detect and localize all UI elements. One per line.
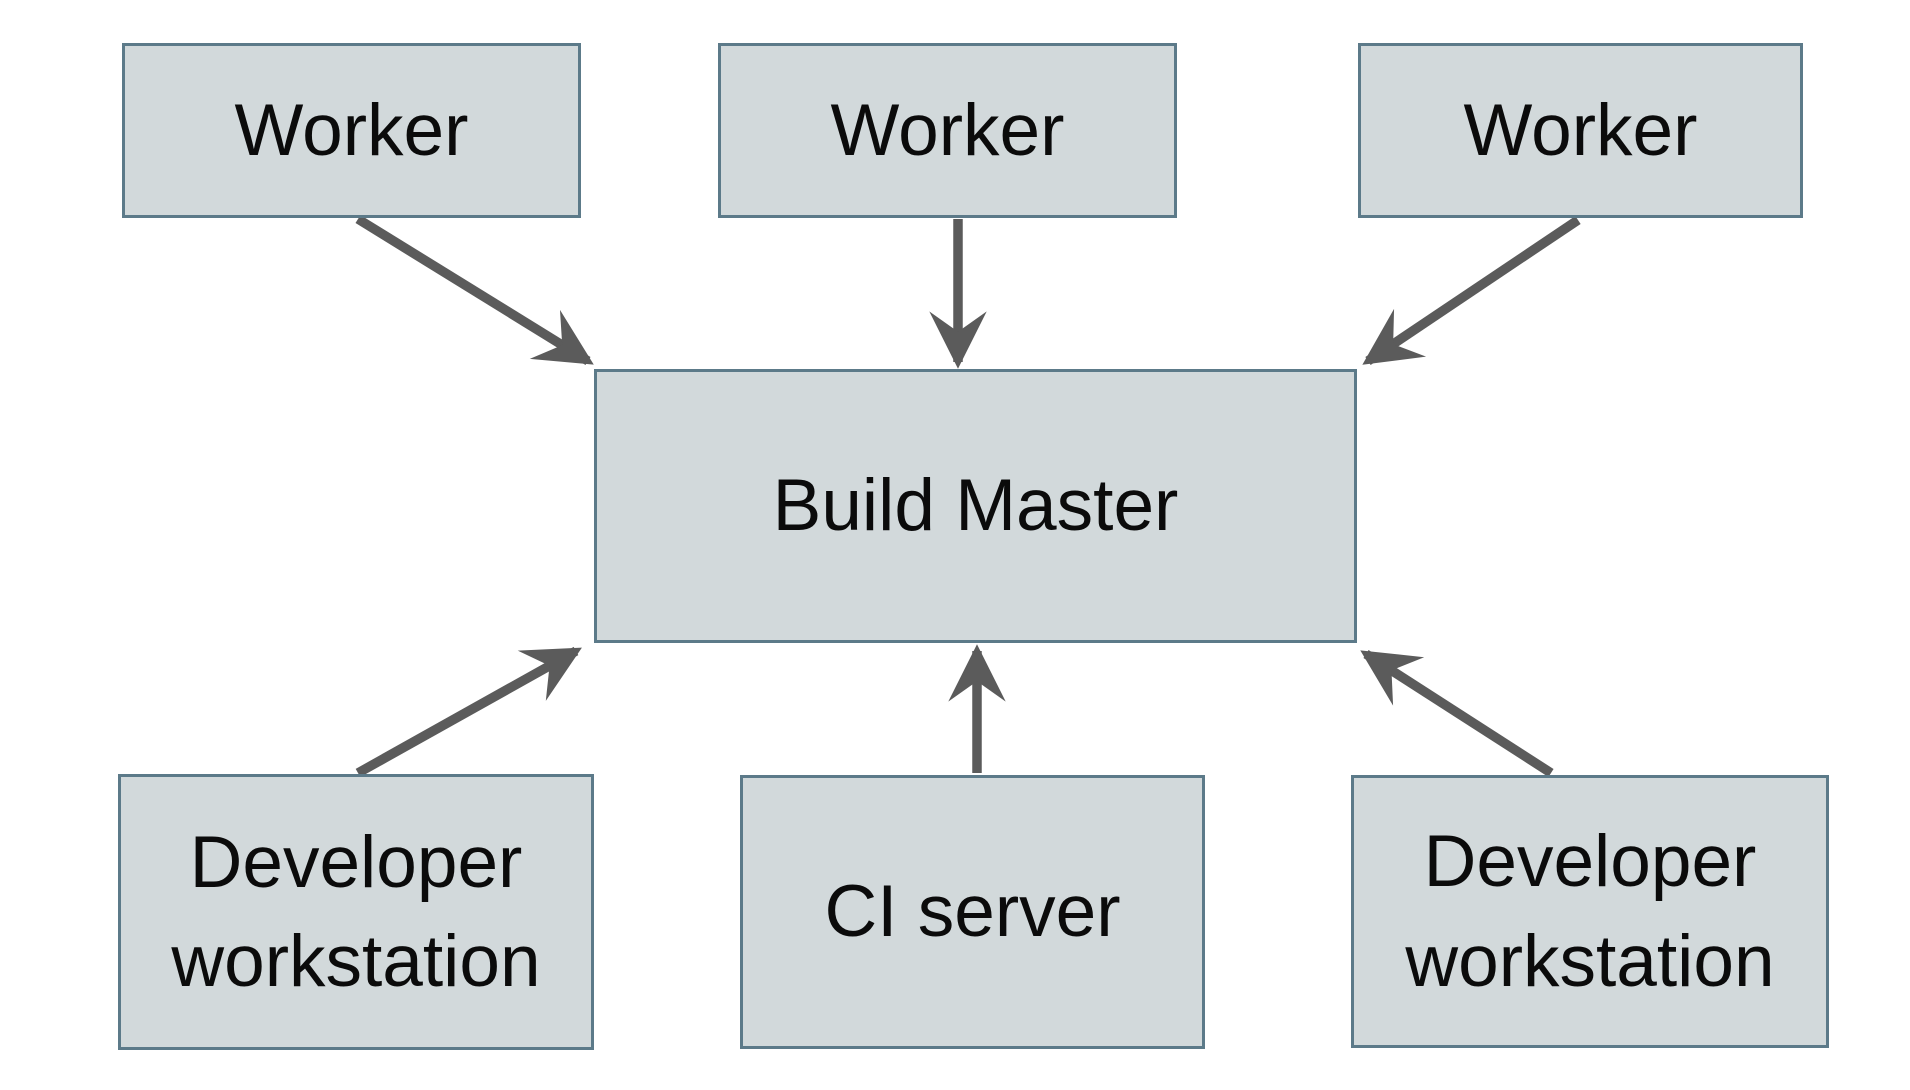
- node-build-master: Build Master: [594, 369, 1357, 643]
- node-ci-server: CI server: [740, 775, 1205, 1049]
- arrow-worker-right-to-build-master: [1362, 216, 1581, 365]
- arrow-worker-left-to-build-master: [355, 214, 594, 366]
- arrow-developer-workstation-left-to-build-master: [355, 646, 582, 778]
- node-developer-workstation-left: Developer workstation: [118, 774, 594, 1050]
- node-worker-2-label: Worker: [830, 89, 1065, 171]
- node-build-master-label: Build Master: [772, 465, 1179, 547]
- node-developer-workstation-right-label: Developer workstation: [1405, 821, 1775, 1002]
- node-ci-server-label: CI server: [824, 871, 1121, 953]
- node-worker-3-label: Worker: [1463, 89, 1698, 171]
- node-developer-workstation-left-label: Developer workstation: [171, 821, 541, 1002]
- node-worker-3: Worker: [1358, 43, 1803, 218]
- arrow-developer-workstation-right-to-build-master: [1360, 650, 1554, 777]
- node-developer-workstation-right: Developer workstation: [1351, 775, 1829, 1048]
- node-worker-1: Worker: [122, 43, 581, 218]
- node-worker-2: Worker: [718, 43, 1177, 218]
- node-worker-1-label: Worker: [234, 89, 469, 171]
